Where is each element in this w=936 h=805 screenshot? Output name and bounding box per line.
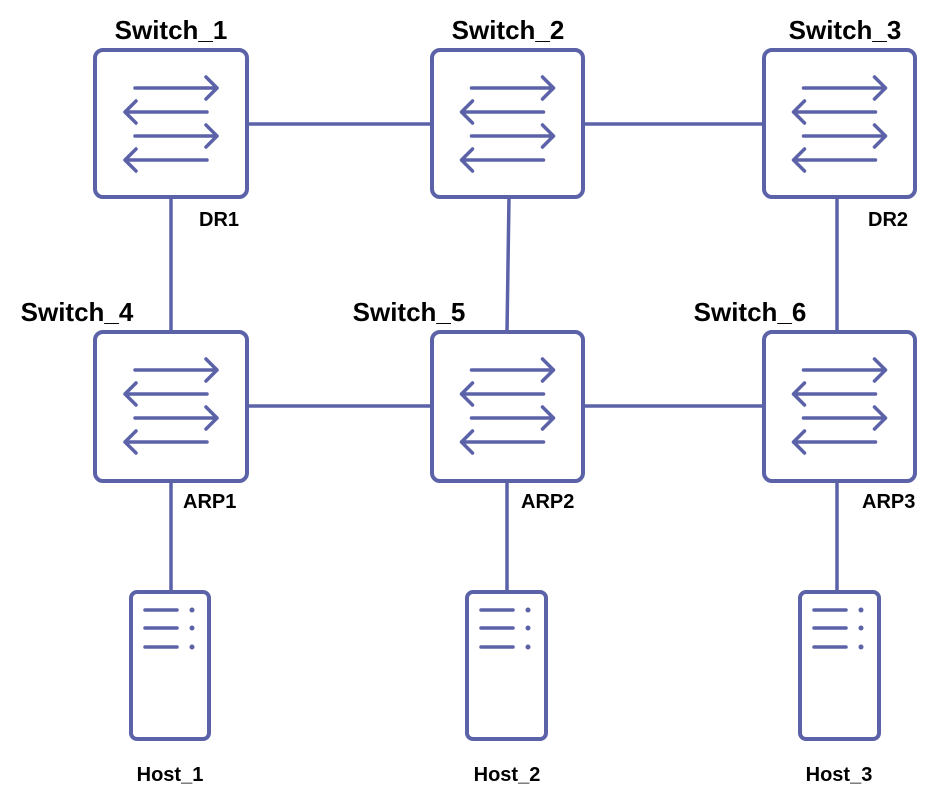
host-name-h2: Host_2	[474, 764, 541, 786]
host-node-h3[interactable]: Host_3	[798, 590, 881, 786]
host-node-h1[interactable]: Host_1	[129, 590, 211, 786]
switch-role-s5: ARP2	[521, 491, 574, 513]
arrow-left-icon	[123, 429, 209, 455]
switch-arrows-icon	[123, 357, 219, 455]
host-name-h3: Host_3	[806, 764, 873, 786]
arrow-left-icon	[123, 147, 209, 173]
switch-box	[93, 48, 249, 199]
arrow-right-icon	[801, 357, 888, 383]
arrow-left-icon	[459, 147, 546, 173]
switch-node-s2[interactable]: Switch_2	[430, 15, 585, 199]
switch-role-s1: DR1	[199, 209, 239, 231]
arrow-left-icon	[459, 429, 546, 455]
switch-name-s6: Switch_6	[694, 297, 807, 327]
arrow-left-icon	[791, 99, 878, 125]
arrow-left-icon	[123, 381, 209, 407]
switch-name-s5: Switch_5	[353, 297, 466, 327]
arrow-right-icon	[133, 123, 219, 149]
switch-role-s6: ARP3	[862, 491, 915, 513]
arrow-right-icon	[469, 123, 556, 149]
switch-name-s3: Switch_3	[789, 15, 902, 45]
server-slots-icon	[812, 607, 864, 650]
switch-arrows-icon	[459, 357, 556, 455]
server-slots-icon	[479, 607, 531, 650]
arrow-left-icon	[459, 99, 546, 125]
arrow-right-icon	[469, 357, 556, 383]
host-node-h2[interactable]: Host_2	[465, 590, 548, 786]
switch-name-s2: Switch_2	[452, 15, 565, 45]
server-icon	[465, 590, 548, 741]
switch-role-s3: DR2	[868, 209, 908, 231]
switch-box	[430, 48, 585, 199]
switch-name-s1: Switch_1	[115, 15, 228, 45]
switch-role-s4: ARP1	[183, 491, 236, 513]
arrow-right-icon	[801, 75, 888, 101]
switch-arrows-icon	[459, 75, 556, 173]
switch-box	[430, 330, 585, 483]
switch-box	[762, 330, 917, 483]
host-name-h1: Host_1	[137, 764, 204, 786]
arrow-right-icon	[469, 405, 556, 431]
arrow-right-icon	[801, 405, 888, 431]
arrow-right-icon	[133, 357, 219, 383]
server-slots-icon	[143, 607, 195, 650]
arrow-left-icon	[791, 147, 878, 173]
switch-box	[93, 330, 249, 483]
switch-arrows-icon	[791, 75, 888, 173]
arrow-left-icon	[459, 381, 546, 407]
arrow-right-icon	[133, 405, 219, 431]
arrow-right-icon	[133, 75, 219, 101]
switch-arrows-icon	[123, 75, 219, 173]
server-icon	[798, 590, 881, 741]
arrow-left-icon	[791, 429, 878, 455]
switch-name-s4: Switch_4	[21, 297, 134, 327]
switch-box	[762, 48, 917, 199]
arrow-right-icon	[469, 75, 556, 101]
links-layer	[169, 122, 839, 592]
arrow-right-icon	[801, 123, 888, 149]
switch-arrows-icon	[791, 357, 888, 455]
arrow-left-icon	[791, 381, 878, 407]
server-icon	[129, 590, 211, 741]
arrow-left-icon	[123, 99, 209, 125]
link-s2-s5	[505, 196, 511, 333]
